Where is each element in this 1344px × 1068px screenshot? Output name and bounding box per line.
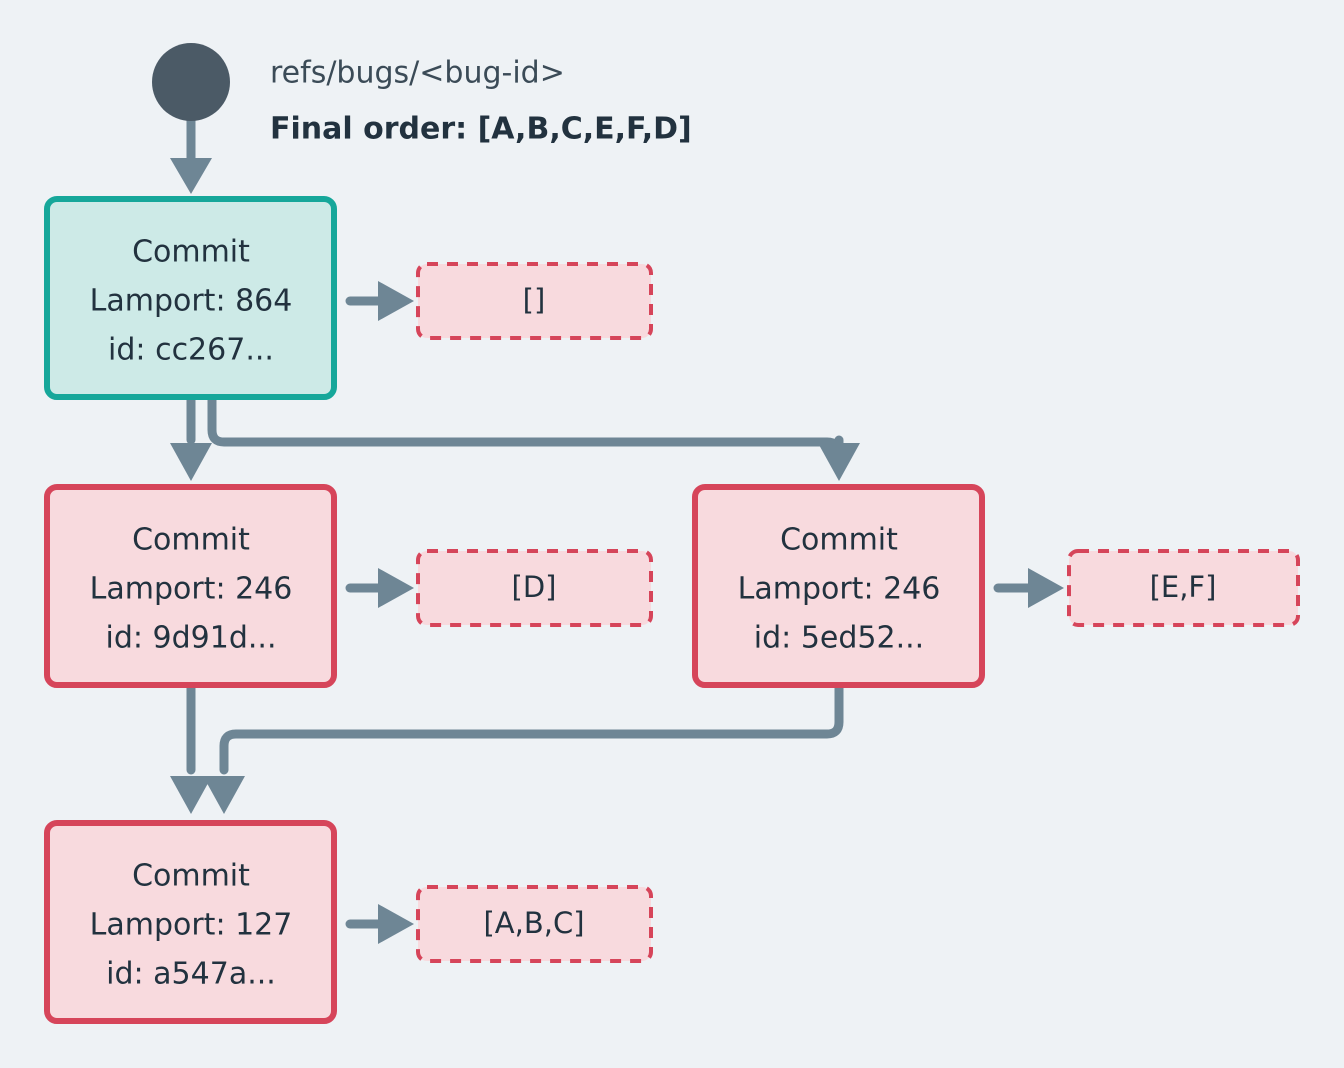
commit-node-9d91d-lamport: Lamport: 246 (90, 572, 293, 607)
edge-cc267-to-5ed52 (207, 395, 860, 481)
commit-node-9d91d[interactable]: Commit Lamport: 246 id: 9d91d... (44, 484, 337, 688)
commit-node-a547a-title: Commit (132, 859, 250, 894)
commit-node-cc267-title: Commit (132, 235, 250, 270)
ref-path-label: refs/bugs/<bug-id> (270, 56, 565, 91)
edge-9d91d-to-a547a (170, 681, 212, 814)
edge-9d91d-to-ops (345, 568, 414, 608)
commit-node-9d91d-box[interactable] (44, 484, 337, 688)
commit-node-a547a-box[interactable] (44, 820, 337, 1024)
edge-a547a-to-ops (345, 904, 414, 944)
final-order-label: Final order: [A,B,C,E,F,D] (270, 112, 692, 147)
commit-node-a547a-lamport: Lamport: 127 (90, 908, 293, 943)
operations-box-a547a: [A,B,C] (416, 885, 653, 963)
operations-box-a547a-frame (416, 885, 653, 963)
operations-box-5ed52-frame (1067, 549, 1300, 627)
root-node-circle (152, 43, 230, 121)
edge-cc267-to-ops (345, 281, 414, 321)
operations-box-a547a-text: [A,B,C] (483, 906, 584, 940)
operations-box-9d91d-text: [D] (512, 570, 557, 604)
commit-node-5ed52-id: id: 5ed52... (754, 621, 924, 656)
commit-node-5ed52-lamport: Lamport: 246 (738, 572, 941, 607)
commit-node-5ed52-box[interactable] (692, 484, 985, 688)
operations-box-cc267: [] (416, 262, 653, 340)
commit-node-a547a-id: id: a547a... (106, 957, 276, 992)
commit-node-5ed52-title: Commit (780, 523, 898, 558)
edge-5ed52-to-a547a (203, 681, 844, 814)
operations-box-9d91d: [D] (416, 549, 653, 627)
edge-cc267-to-9d91d (170, 395, 212, 481)
operations-box-cc267-frame (416, 262, 653, 340)
commit-node-cc267-box[interactable] (44, 196, 337, 400)
commit-node-5ed52[interactable]: Commit Lamport: 246 id: 5ed52... (692, 484, 985, 688)
operations-box-9d91d-frame (416, 549, 653, 627)
commit-node-cc267[interactable]: Commit Lamport: 864 id: cc267... (44, 196, 337, 400)
operations-box-5ed52: [E,F] (1067, 549, 1300, 627)
operations-box-cc267-text: [] (523, 283, 546, 317)
commit-node-9d91d-title: Commit (132, 523, 250, 558)
commit-node-cc267-lamport: Lamport: 864 (90, 284, 293, 319)
edge-root-to-cc267 (170, 113, 212, 194)
commit-node-9d91d-id: id: 9d91d... (106, 621, 277, 656)
commit-node-cc267-id: id: cc267... (108, 333, 274, 368)
commit-node-a547a[interactable]: Commit Lamport: 127 id: a547a... (44, 820, 337, 1024)
operations-box-5ed52-text: [E,F] (1150, 570, 1217, 604)
edge-5ed52-to-ops (993, 568, 1064, 608)
